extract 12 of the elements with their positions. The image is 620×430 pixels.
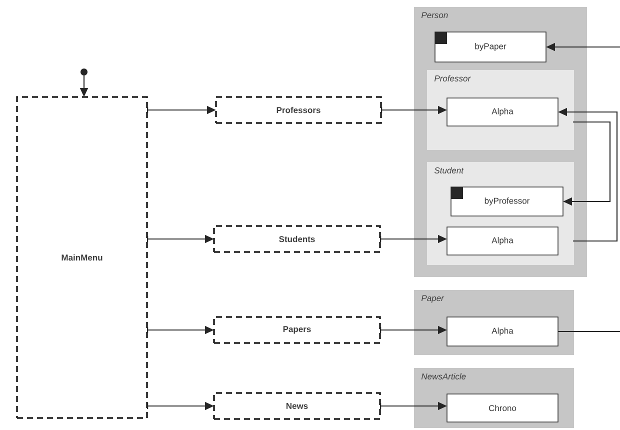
start-dot <box>80 68 88 76</box>
dashed-box: News <box>213 392 381 420</box>
field-box: Alpha <box>446 98 558 126</box>
index-box: byPaper <box>434 32 546 62</box>
dashed-box: Students <box>213 225 381 253</box>
dashed-box: MainMenu <box>16 96 148 419</box>
field-box: Alpha <box>446 316 558 346</box>
field-box: Alpha <box>446 226 558 256</box>
index-box: byProfessor <box>450 186 564 216</box>
dashed-box: Professors <box>215 96 382 124</box>
field-box: Chrono <box>446 394 558 422</box>
dashed-box: Papers <box>213 316 381 344</box>
